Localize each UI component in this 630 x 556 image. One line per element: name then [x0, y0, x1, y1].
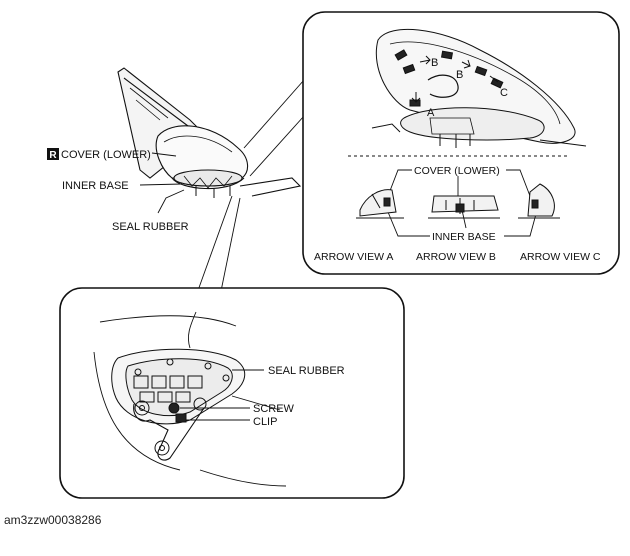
bottom-label-seal-rubber: SEAL RUBBER	[268, 365, 345, 377]
figure-id: am3zzw00038286	[4, 513, 102, 527]
arrow-view-a-sketch	[356, 189, 404, 219]
letter-b-1: B	[431, 57, 438, 69]
screw-shape	[168, 402, 180, 414]
clip-shape	[175, 413, 187, 423]
arrow-view-c-sketch	[518, 183, 560, 219]
bottom-label-clip: CLIP	[253, 416, 277, 428]
bottom-detail-drawing	[93, 311, 287, 487]
r-marker: R	[49, 150, 57, 161]
main-assembly-view	[117, 67, 302, 214]
arrow-view-b-sketch	[428, 195, 500, 219]
label-inner-base: INNER BASE	[62, 180, 129, 192]
detail-bracket-lines	[387, 169, 537, 237]
bottom-label-screw: SCREW	[253, 403, 295, 415]
caption-arrow-view-a: ARROW VIEW A	[314, 251, 393, 263]
r-marker-box	[47, 148, 59, 160]
detail-assembly-drawing	[371, 28, 587, 148]
detail-label-inner-base: INNER BASE	[432, 231, 496, 243]
letter-a: A	[427, 107, 435, 119]
caption-arrow-view-c: ARROW VIEW C	[520, 251, 601, 263]
label-cover-lower: COVER (LOWER)	[61, 149, 151, 161]
letter-c: C	[500, 87, 508, 99]
label-seal-rubber: SEAL RUBBER	[112, 221, 189, 233]
callout-to-bottom	[195, 195, 241, 297]
caption-arrow-view-b: ARROW VIEW B	[416, 251, 496, 263]
letter-b-2: B	[456, 69, 463, 81]
detail-label-cover-lower: COVER (LOWER)	[414, 165, 500, 177]
callout-to-detail	[243, 79, 305, 177]
mirror-housing	[155, 125, 249, 179]
